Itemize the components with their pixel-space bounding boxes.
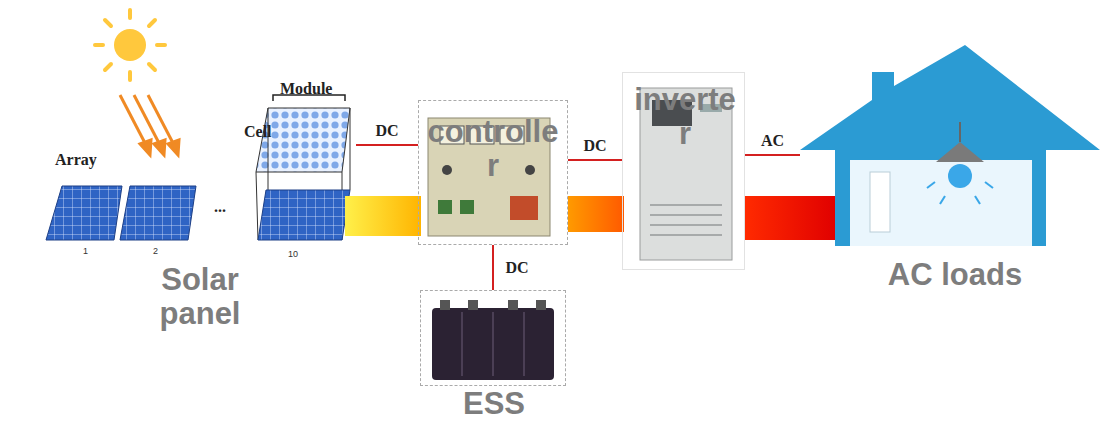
part-label: 2 [153, 246, 158, 256]
node-label: inverter [629, 83, 741, 151]
sunlight-arrows [120, 95, 179, 155]
edge-label: AC [759, 132, 786, 150]
part-label: Array [55, 151, 97, 169]
edge-label: DC [373, 122, 400, 140]
node-label: ESS [421, 387, 567, 421]
power-band [345, 196, 421, 236]
house-picture [800, 45, 1100, 246]
solar-array-node: Solar panel [40, 85, 356, 365]
node-label: controller [423, 115, 563, 183]
dc-ac-connector [745, 155, 800, 156]
inverter-box: inverter [622, 72, 745, 270]
dc-ac-connector [493, 245, 494, 290]
dc-ac-connector [568, 160, 622, 161]
part-label: Cell [244, 123, 272, 141]
power-band [745, 196, 837, 240]
dc-ac-connector [356, 145, 418, 146]
node-label: Solar panel [120, 263, 280, 331]
module-illustration [256, 95, 350, 240]
ac-loads-node: AC loads [800, 40, 1100, 350]
edge-label: DC [503, 259, 530, 277]
part-label: ... [214, 198, 226, 216]
solar-panel [120, 186, 196, 240]
sun-icon [95, 10, 165, 80]
part-label: 1 [83, 246, 88, 256]
edge-label: DC [581, 137, 608, 155]
node-label: AC loads [880, 258, 1030, 292]
battery-picture [432, 300, 554, 380]
part-label: Module [280, 80, 332, 98]
controller-box: controller [418, 100, 568, 245]
part-label: 10 [288, 249, 298, 259]
solar-panel [46, 186, 122, 240]
ess-box: ESS [420, 290, 566, 386]
power-band [568, 196, 624, 232]
